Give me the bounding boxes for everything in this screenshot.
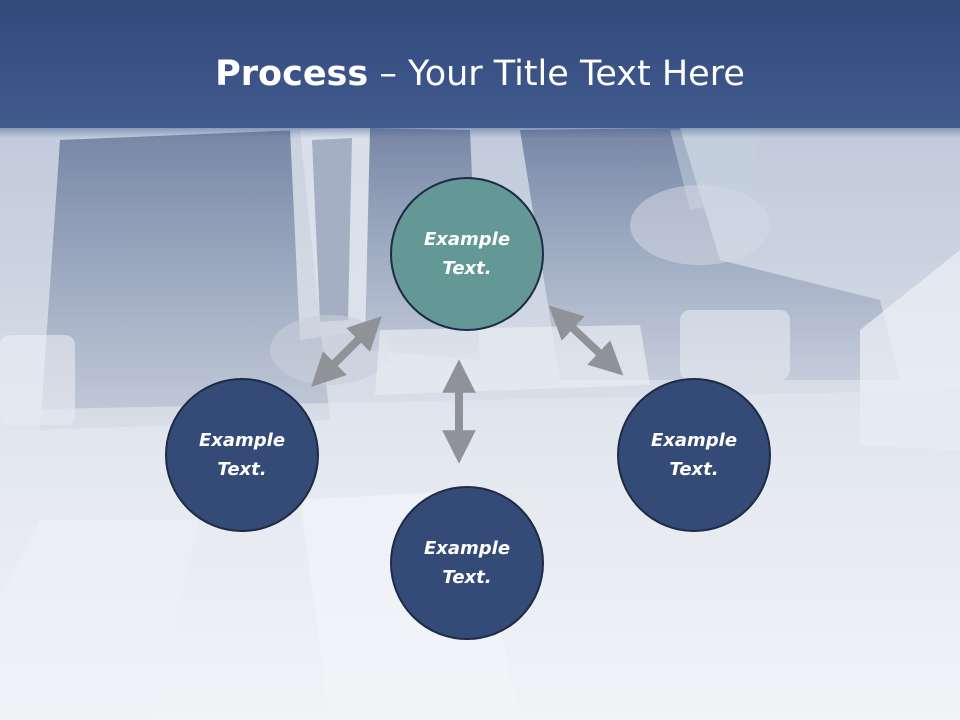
bg-hand-right xyxy=(630,185,770,265)
title-bar xyxy=(0,0,960,128)
node-top: Example Text. xyxy=(390,177,544,331)
bg-tie xyxy=(312,138,352,322)
bg-suit-left xyxy=(40,130,330,430)
title-rest: – Your Title Text Here xyxy=(368,54,745,94)
bg-paper-left xyxy=(0,520,200,720)
node-bottom: Example Text. xyxy=(390,486,544,640)
node-top-text: Example Text. xyxy=(423,229,511,279)
node-left: Example Text. xyxy=(165,378,319,532)
title-bold: Process xyxy=(215,54,369,94)
bg-glass xyxy=(680,310,790,380)
node-right: Example Text. xyxy=(617,378,771,532)
node-right-text: Example Text. xyxy=(650,430,738,480)
node-bottom-text: Example Text. xyxy=(423,538,511,588)
bg-cup xyxy=(0,335,75,425)
slide-title: Process – Your Title Text Here xyxy=(0,50,960,98)
arrow-top-left xyxy=(311,316,382,387)
node-left-text: Example Text. xyxy=(198,430,286,480)
title-bar-fade xyxy=(0,122,960,138)
arrow-top-right xyxy=(548,305,624,376)
